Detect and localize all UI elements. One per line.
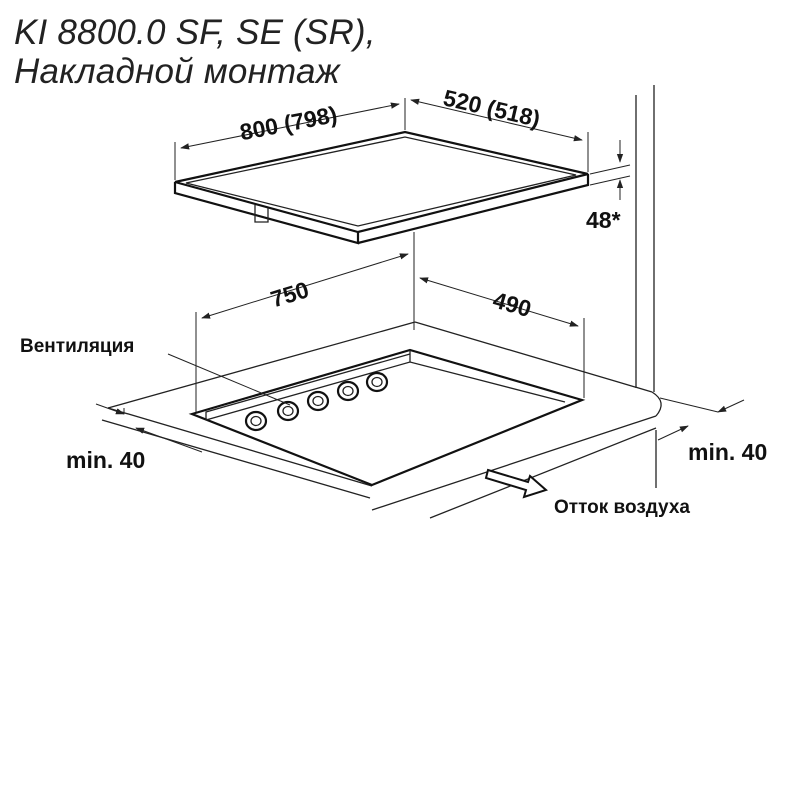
- label-hob-width: 800 (798): [238, 101, 340, 145]
- ventilation-holes: [244, 371, 389, 432]
- label-cutout-width: 750: [268, 276, 312, 312]
- hob-front-left-edge: [173, 182, 360, 245]
- dim-hob-depth: 520 (518): [410, 84, 589, 172]
- title-line-1: KI 8800.0 SF, SE (SR),: [14, 13, 376, 52]
- dim-min-front: min. 40: [66, 403, 203, 473]
- label-min-back: min. 40: [688, 439, 767, 465]
- label-ventilation: Вентиляция: [20, 336, 134, 357]
- air-outflow-arrow: [484, 468, 548, 499]
- hob-glass-inner-edge: [185, 136, 577, 227]
- label-min-front: min. 40: [66, 447, 145, 473]
- countertop-cutout: [188, 348, 586, 487]
- hob-front-right-edge: [357, 174, 590, 245]
- label-cutout-depth: 490: [490, 287, 534, 323]
- countertop-drawing: [101, 85, 662, 519]
- dim-cutout-depth: 490: [419, 277, 585, 398]
- vent-hole: [276, 400, 300, 422]
- label-air-outflow: Отток воздуха: [554, 497, 690, 518]
- label-hob-depth: 520 (518): [441, 84, 543, 131]
- air-outflow-callout: Отток воздуха: [484, 468, 690, 518]
- label-hob-height: 48*: [586, 207, 621, 233]
- dim-min-back: min. 40: [657, 397, 767, 465]
- hob-bottom-bracket: [254, 205, 269, 223]
- dim-hob-height: 48*: [586, 140, 631, 233]
- vent-hole: [306, 390, 330, 412]
- vent-hole: [365, 371, 389, 393]
- title-line-2: Накладной монтаж: [14, 52, 340, 91]
- ventilation-callout: Вентиляция: [20, 336, 291, 406]
- hob-top-outline: [174, 130, 589, 234]
- vent-hole: [244, 410, 268, 432]
- hob-drawing: [173, 130, 590, 245]
- vent-hole: [336, 380, 360, 402]
